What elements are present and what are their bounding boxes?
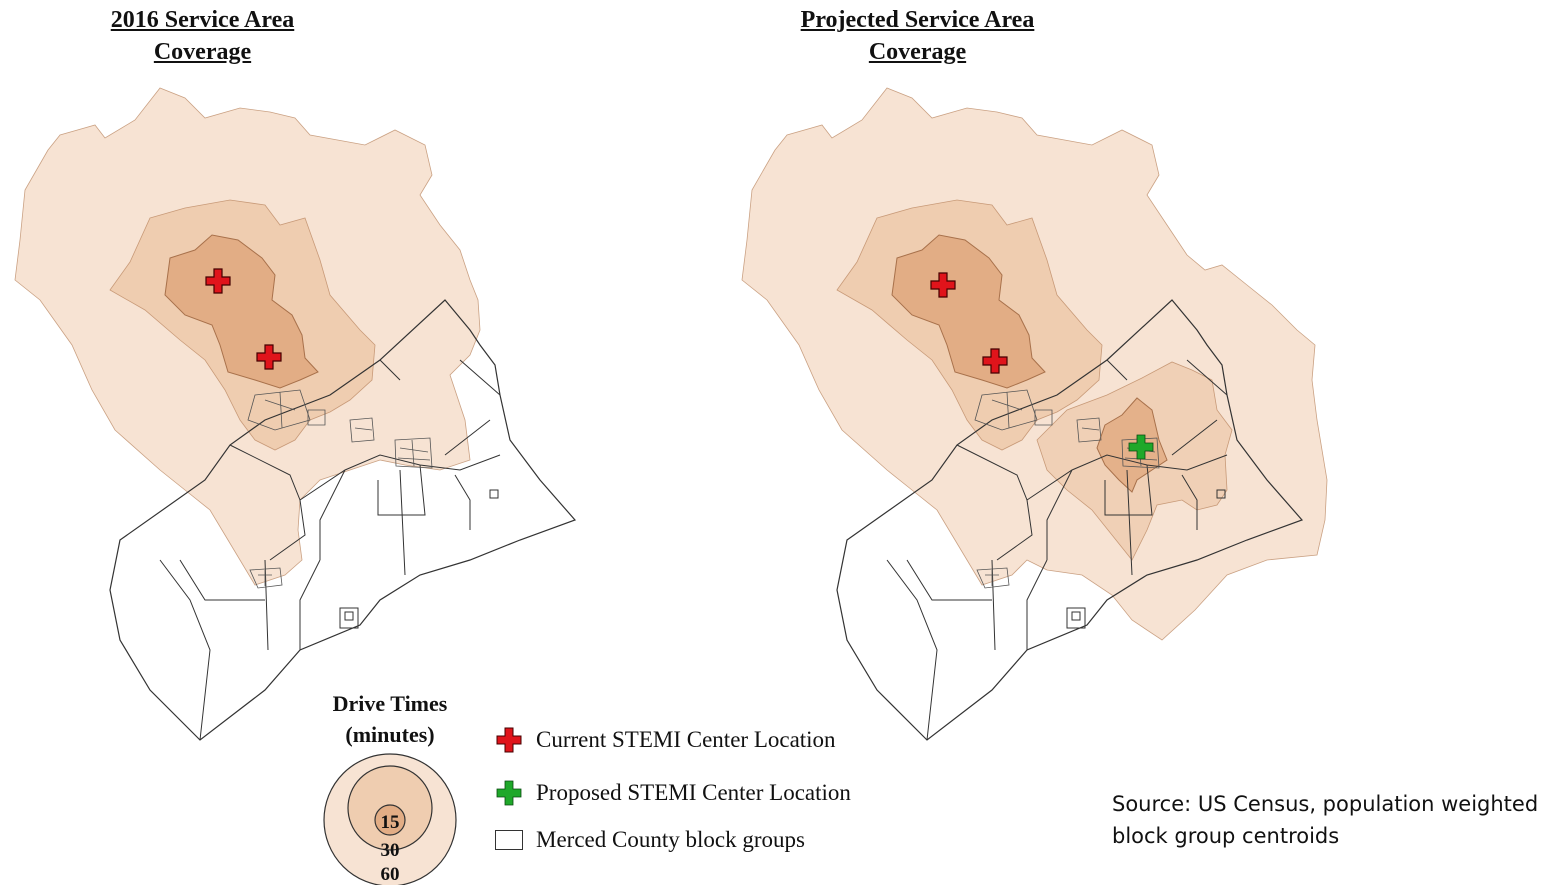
ring-label-30: 30 bbox=[381, 840, 400, 861]
right-map-title: Projected Service Area Coverage bbox=[760, 4, 1075, 68]
legend-block-groups-label: Merced County block groups bbox=[536, 827, 805, 852]
source-note-line-1: Source: US Census, population weighted bbox=[1112, 792, 1539, 816]
drive-times-title-line-1: Drive Times bbox=[332, 691, 448, 716]
ring-label-60: 60 bbox=[381, 864, 400, 885]
source-note: Source: US Census, population weighted b… bbox=[1112, 788, 1552, 852]
right-proposed-stemi-center bbox=[1128, 434, 1154, 460]
legend-proposed-stemi: Proposed STEMI Center Location bbox=[494, 778, 851, 808]
right-title-line-1: Projected Service Area bbox=[800, 7, 1035, 33]
right-current-stemi-center-1 bbox=[930, 272, 956, 298]
legend-current-stemi: Current STEMI Center Location bbox=[494, 725, 836, 755]
left-map bbox=[14, 87, 576, 741]
outline-box-icon bbox=[494, 825, 524, 855]
left-title-line-2: Coverage bbox=[153, 39, 252, 65]
left-current-stemi-center-1 bbox=[205, 268, 231, 294]
left-title-line-1: 2016 Service Area bbox=[110, 7, 295, 33]
drive-times-legend-title: Drive Times (minutes) bbox=[310, 688, 470, 750]
drive-time-rings bbox=[323, 753, 457, 885]
green-cross-icon bbox=[494, 778, 524, 808]
left-current-stemi-center-2 bbox=[256, 344, 282, 370]
right-15min-zone-west bbox=[891, 234, 1046, 389]
drive-times-title-line-2: (minutes) bbox=[345, 722, 435, 747]
right-current-stemi-center-2 bbox=[982, 348, 1008, 374]
ring-label-15: 15 bbox=[381, 812, 400, 833]
legend-proposed-stemi-label: Proposed STEMI Center Location bbox=[536, 780, 851, 805]
legend-block-groups: Merced County block groups bbox=[494, 825, 805, 855]
red-cross-icon bbox=[494, 725, 524, 755]
right-map bbox=[741, 87, 1328, 741]
left-15min-zone bbox=[164, 234, 319, 389]
source-note-line-2: block group centroids bbox=[1112, 824, 1340, 848]
left-map-title: 2016 Service Area Coverage bbox=[60, 4, 345, 68]
legend-current-stemi-label: Current STEMI Center Location bbox=[536, 727, 836, 752]
right-title-line-2: Coverage bbox=[868, 39, 967, 65]
